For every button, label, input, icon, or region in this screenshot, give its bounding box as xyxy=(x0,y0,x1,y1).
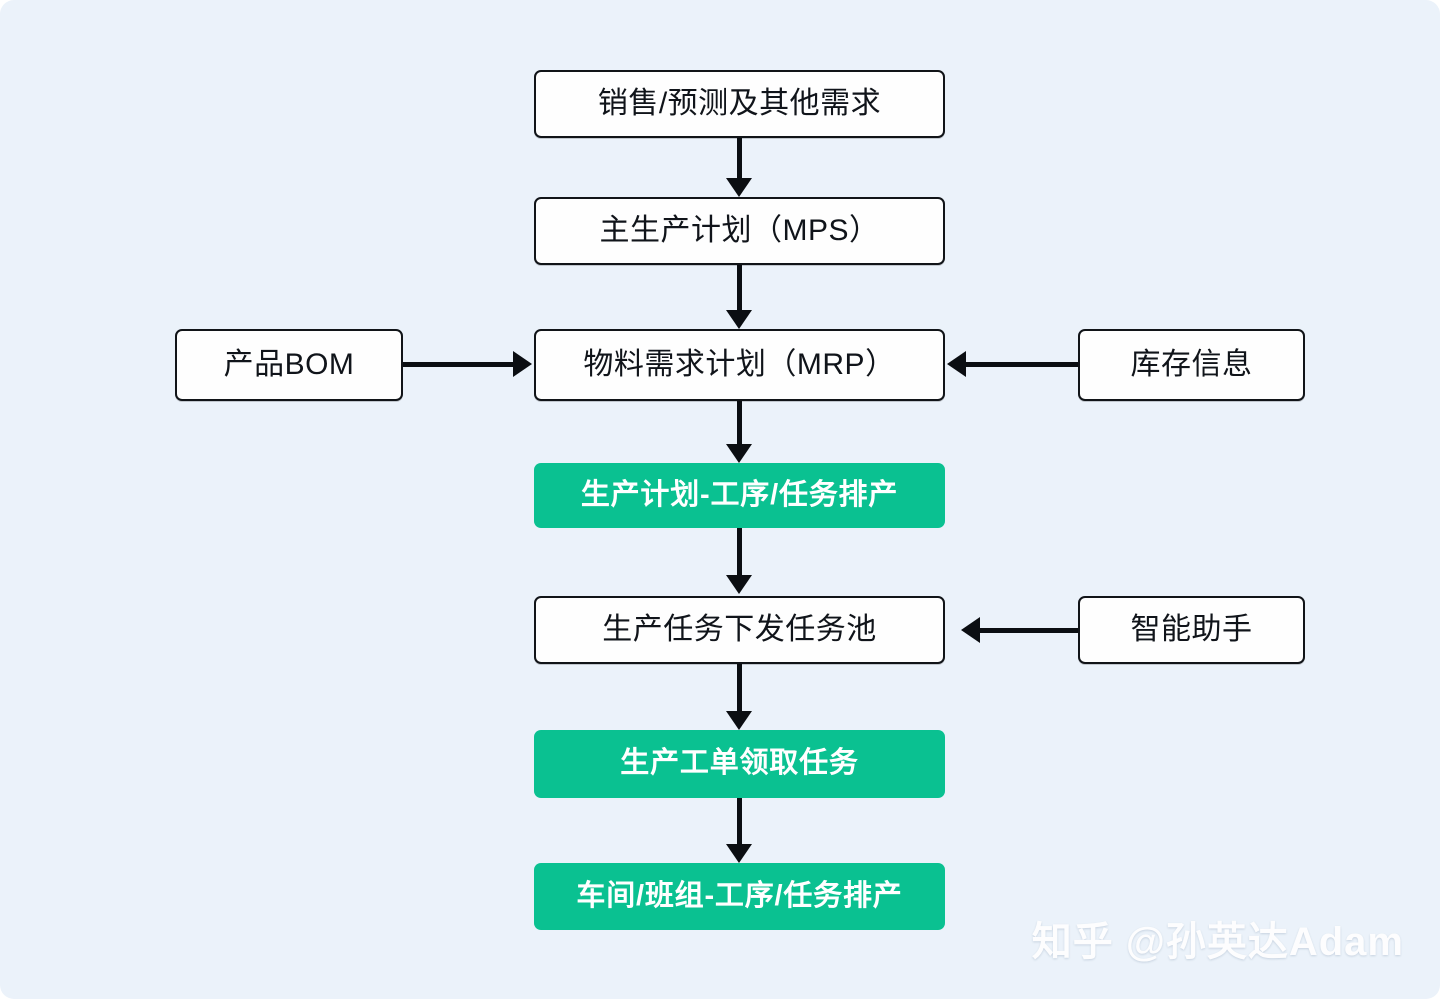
edge-mps-mrp-arrow xyxy=(726,310,752,329)
edge-inventory-mrp-arrow xyxy=(947,351,966,377)
edge-taskpool-workorder-line xyxy=(737,664,742,711)
edge-assistant-taskpool-line xyxy=(980,628,1078,633)
node-mrp[interactable]: 物料需求计划（MRP） xyxy=(534,329,945,401)
edge-workorder-shopsched-arrow xyxy=(726,844,752,863)
edge-mrp-prodplan-line xyxy=(737,401,742,444)
edge-demand-mps-arrow xyxy=(726,178,752,197)
watermark-text: 知乎 @孙英达Adam xyxy=(1031,920,1404,964)
edge-demand-mps-line xyxy=(737,138,742,180)
node-work-order[interactable]: 生产工单领取任务 xyxy=(534,730,945,798)
node-bom[interactable]: 产品BOM xyxy=(175,329,403,401)
edge-inventory-mrp-line xyxy=(966,362,1078,367)
edge-prodplan-taskpool-line xyxy=(737,528,742,575)
edge-bom-mrp-line xyxy=(403,362,513,367)
edge-mrp-prodplan-arrow xyxy=(726,444,752,463)
node-inventory[interactable]: 库存信息 xyxy=(1078,329,1305,401)
edge-mps-mrp-line xyxy=(737,265,742,310)
node-shop-schedule[interactable]: 车间/班组-工序/任务排产 xyxy=(534,863,945,930)
node-production-plan[interactable]: 生产计划-工序/任务排产 xyxy=(534,463,945,528)
node-mps[interactable]: 主生产计划（MPS） xyxy=(534,197,945,265)
node-demand[interactable]: 销售/预测及其他需求 xyxy=(534,70,945,138)
node-task-pool[interactable]: 生产任务下发任务池 xyxy=(534,596,945,664)
edge-bom-mrp-arrow xyxy=(513,351,532,377)
edge-workorder-shopsched-line xyxy=(737,798,742,844)
edge-taskpool-workorder-arrow xyxy=(726,711,752,730)
edge-assistant-taskpool-arrow xyxy=(961,617,980,643)
node-smart-assistant[interactable]: 智能助手 xyxy=(1078,596,1305,664)
edge-prodplan-taskpool-arrow xyxy=(726,575,752,594)
